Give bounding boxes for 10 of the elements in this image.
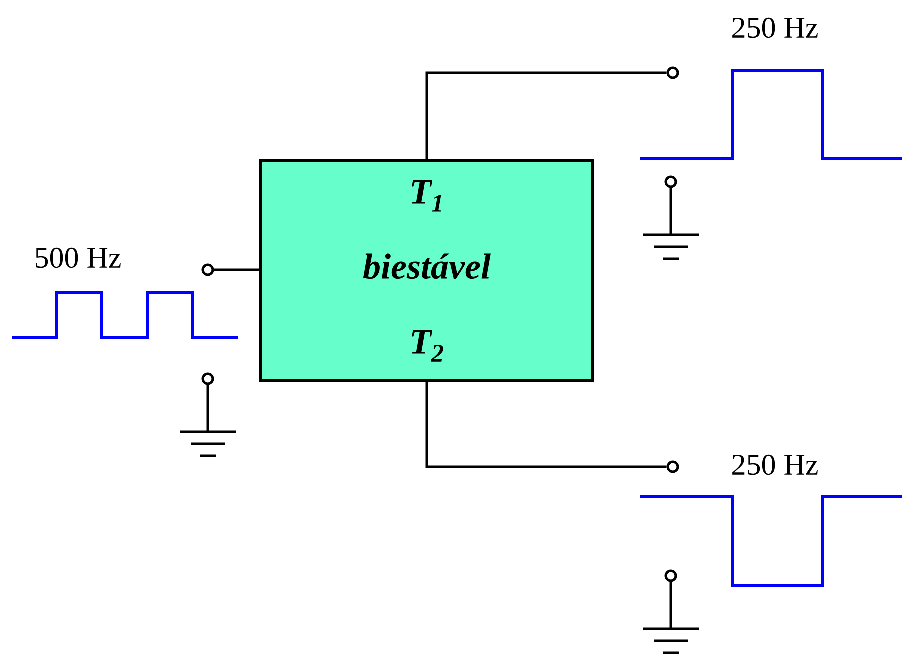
wire (426, 382, 667, 468)
terminal-circle (666, 460, 680, 474)
frequency-label: 500 Hz (36, 248, 121, 268)
frequency-label: 250 Hz (732, 18, 818, 38)
frequency-label: 250 Hz (732, 454, 818, 476)
wire (426, 72, 667, 160)
flip-flop-box: T$_{1}$ biestável T$_{2}$ (260, 160, 594, 382)
terminal-circle (666, 66, 680, 80)
terminal-circle (202, 264, 214, 276)
wire (214, 268, 260, 272)
